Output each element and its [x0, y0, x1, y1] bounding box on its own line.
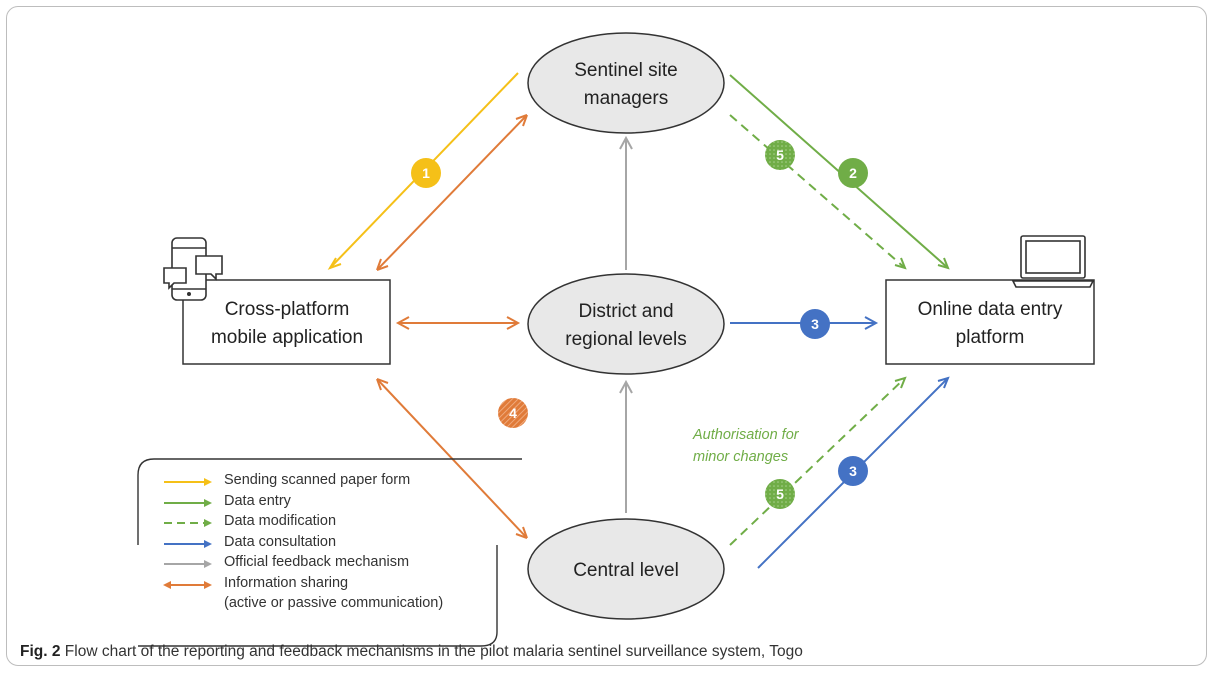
- legend-item: Data consultation: [162, 534, 502, 554]
- svg-text:3: 3: [849, 463, 857, 479]
- legend-swatch: [164, 519, 212, 527]
- caption-text: Flow chart of the reporting and feedback…: [64, 643, 803, 660]
- badge-5-top: 5: [765, 140, 795, 170]
- svg-text:2: 2: [849, 165, 857, 181]
- node-online-line-2: platform: [956, 327, 1025, 348]
- laptop-icon: [1011, 235, 1095, 288]
- node-online-platform: Online data entry platform: [885, 279, 1095, 365]
- legend-swatch: [164, 498, 212, 507]
- node-central-line-1: Central level: [573, 560, 679, 581]
- arrow-feedback-district-sentinel: [619, 135, 633, 270]
- node-district-regional-levels: District and regional levels: [527, 273, 725, 375]
- node-sentinel-line-1: Sentinel site: [574, 60, 678, 81]
- figure-frame: [6, 6, 1207, 666]
- arrow-info-sharing-mobile-district: [395, 316, 521, 330]
- node-online-line-1: Online data entry: [918, 299, 1063, 320]
- svg-text:5: 5: [776, 147, 784, 163]
- legend-swatch: [164, 539, 212, 548]
- legend-item: Data entry: [162, 493, 502, 513]
- node-mobile-line-1: Cross-platform: [225, 299, 350, 320]
- node-mobile-line-2: mobile application: [211, 327, 363, 348]
- badge-3-top: 3: [800, 309, 830, 339]
- annotation-line-1: Authorisation for: [692, 427, 800, 443]
- svg-text:1: 1: [422, 165, 430, 181]
- arrow-info-sharing-mobile-sentinel: [376, 114, 528, 271]
- legend-label: Data entry: [224, 492, 291, 509]
- annotation-line-2: minor changes: [693, 449, 788, 465]
- legend-label: Sending scanned paper form: [224, 472, 411, 488]
- badge-5-bottom: 5: [765, 479, 795, 509]
- node-sentinel-site-managers: Sentinel site managers: [527, 32, 725, 134]
- badge-1: 1: [411, 158, 441, 188]
- arrow-data-modification-central-online: [729, 376, 907, 546]
- badge-3-bottom: 3: [838, 456, 868, 486]
- svg-text:3: 3: [811, 316, 819, 332]
- legend-item: Information sharing: [162, 575, 502, 595]
- legend-bracket: [137, 458, 522, 647]
- arrows: [327, 72, 950, 569]
- legend-label: (active or passive communication): [224, 595, 444, 611]
- node-central-level: Central level: [527, 518, 725, 620]
- legend-label: Official feedback mechanism: [224, 554, 410, 570]
- smartphone-chat-icon: [163, 237, 223, 301]
- arrow-feedback-central-district: [619, 379, 633, 513]
- arrow-data-modification-sentinel-online: [729, 114, 907, 270]
- node-district-line-2: regional levels: [565, 329, 686, 350]
- badge-4: 4: [498, 398, 528, 428]
- legend-item: Data modification: [162, 513, 502, 533]
- caption-label: Fig. 2: [20, 643, 61, 660]
- badge-2: 2: [838, 158, 868, 188]
- legend-label: Information sharing: [224, 574, 349, 591]
- legend-swatch: [164, 478, 212, 486]
- legend-swatch: [163, 580, 212, 589]
- node-mobile-application: Cross-platform mobile application: [182, 279, 391, 365]
- figure-caption: Fig. 2 Flow chart of the reporting and f…: [20, 643, 803, 661]
- legend-item: (active or passive communication): [162, 595, 502, 615]
- legend-swatch: [164, 560, 212, 568]
- svg-text:4: 4: [509, 405, 517, 421]
- legend-label: Data modification: [224, 513, 337, 529]
- legend-item: Sending scanned paper form: [162, 472, 502, 492]
- legend-label: Data consultation: [224, 533, 337, 550]
- node-sentinel-line-2: managers: [584, 88, 669, 109]
- legend-item: Official feedback mechanism: [162, 554, 502, 574]
- node-district-line-1: District and: [578, 301, 673, 322]
- svg-text:5: 5: [776, 486, 784, 502]
